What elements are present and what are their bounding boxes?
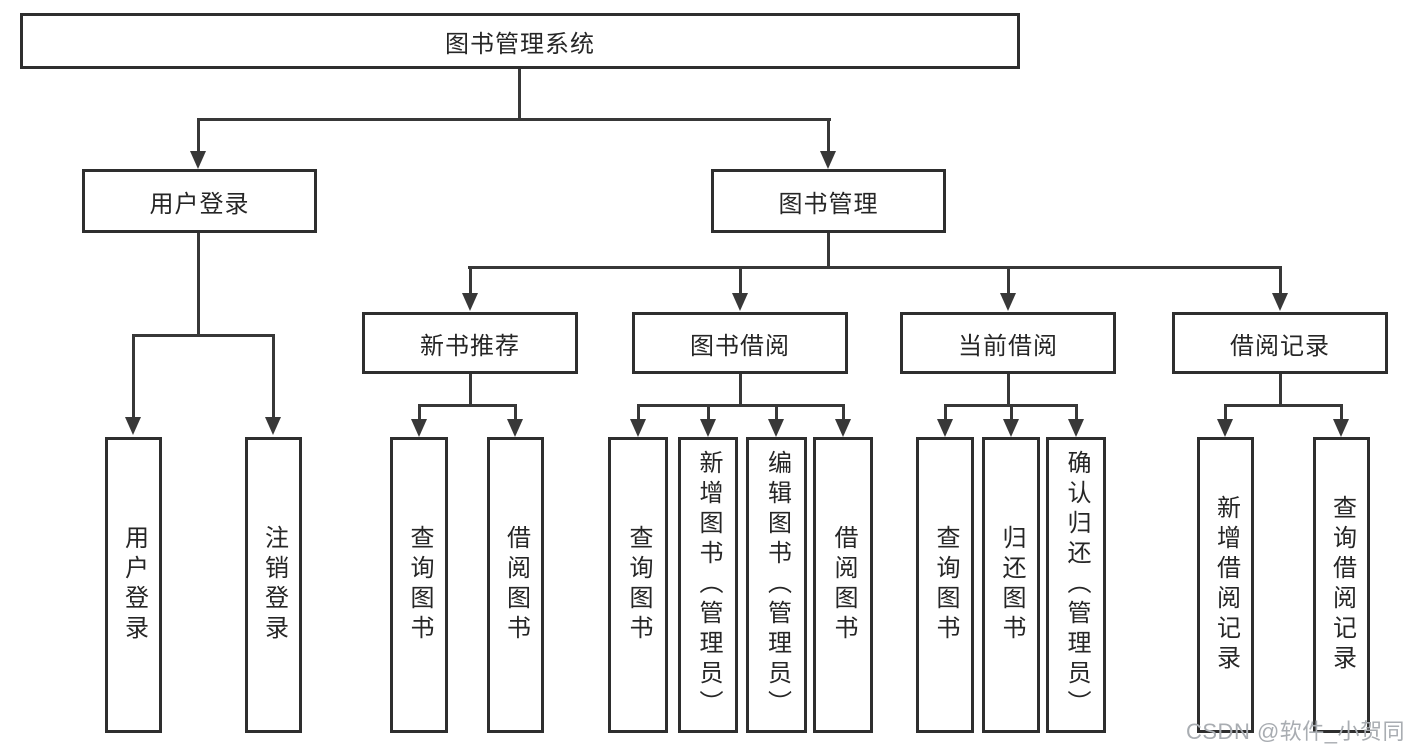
node-label: 查询借阅记录 [1328, 495, 1356, 675]
node-label: 编辑图书（管理员） [763, 450, 791, 720]
node-label: 当前借阅 [958, 332, 1058, 360]
node-leaf-logout: 注销登录 [245, 437, 302, 733]
connector-line [1224, 404, 1342, 407]
connector-line [1007, 266, 1010, 294]
connector-line [1010, 404, 1013, 420]
arrowhead-down-icon [507, 419, 523, 437]
connector-line [418, 404, 421, 420]
connector-line [469, 374, 472, 406]
arrowhead-down-icon [1003, 419, 1019, 437]
node-leaf-bb-edit-book-admin: 编辑图书（管理员） [746, 437, 807, 733]
connector-line [197, 118, 200, 152]
arrowhead-down-icon [1272, 293, 1288, 311]
connector-line [637, 404, 844, 407]
node-label: 确认归还（管理员） [1063, 450, 1090, 720]
connector-line [739, 266, 742, 294]
node-label: 图书借阅 [690, 332, 790, 360]
node-label: 图书管理 [778, 190, 879, 218]
node-leaf-bb-borrow-book: 借阅图书 [813, 437, 873, 733]
node-label: 借阅图书 [502, 525, 530, 645]
connector-line [469, 266, 472, 294]
connector-line [132, 334, 275, 337]
node-book-mgmt: 图书管理 [711, 169, 946, 233]
connector-line [1279, 374, 1282, 406]
node-label: 用户登录 [149, 190, 250, 218]
node-root: 图书管理系统 [20, 13, 1020, 69]
node-label: 查询图书 [406, 525, 433, 645]
connector-line [637, 404, 640, 420]
arrowhead-down-icon [937, 419, 953, 437]
node-leaf-rec-borrow-book: 借阅图书 [487, 437, 544, 733]
node-label: 查询图书 [625, 525, 652, 645]
connector-line [707, 404, 710, 420]
node-label: 新书推荐 [420, 332, 520, 360]
connector-line [272, 334, 275, 418]
arrowhead-down-icon [700, 419, 716, 437]
node-borrow-record: 借阅记录 [1172, 312, 1388, 374]
connector-line [1075, 404, 1078, 420]
arrowhead-down-icon [1217, 419, 1233, 437]
node-label: 归还图书 [998, 525, 1025, 645]
node-label: 新增借阅记录 [1212, 495, 1240, 675]
arrowhead-down-icon [820, 151, 836, 169]
node-leaf-bb-add-book-admin: 新增图书（管理员） [678, 437, 738, 733]
connector-line [739, 374, 742, 406]
arrowhead-down-icon [768, 419, 784, 437]
node-label: 注销登录 [260, 525, 288, 645]
arrowhead-down-icon [190, 151, 206, 169]
arrowhead-down-icon [462, 293, 478, 311]
node-label: 用户登录 [120, 525, 148, 645]
node-book-borrow: 图书借阅 [632, 312, 848, 374]
arrowhead-down-icon [835, 419, 851, 437]
connector-line [842, 404, 845, 420]
connector-line [197, 233, 200, 336]
connector-line [514, 404, 517, 420]
node-leaf-rec-query-book: 查询图书 [390, 437, 448, 733]
arrowhead-down-icon [1000, 293, 1016, 311]
node-leaf-br-query-record: 查询借阅记录 [1313, 437, 1370, 733]
arrowhead-down-icon [732, 293, 748, 311]
connector-line [827, 118, 830, 152]
node-user-login: 用户登录 [82, 169, 317, 233]
connector-line [1007, 374, 1010, 406]
arrowhead-down-icon [630, 419, 646, 437]
connector-line [1224, 404, 1227, 420]
node-label: 新增图书（管理员） [695, 450, 722, 720]
arrowhead-down-icon [265, 417, 281, 435]
node-leaf-user-login: 用户登录 [105, 437, 162, 733]
arrowhead-down-icon [125, 417, 141, 435]
connector-line [775, 404, 778, 420]
connector-line [827, 233, 830, 268]
connector-line [1279, 266, 1282, 294]
node-leaf-br-add-record: 新增借阅记录 [1197, 437, 1254, 733]
node-new-book-rec: 新书推荐 [362, 312, 578, 374]
connector-line [518, 69, 521, 120]
arrowhead-down-icon [1068, 419, 1084, 437]
connector-line [944, 404, 947, 420]
connector-line [418, 404, 517, 407]
connector-line [468, 266, 1282, 269]
arrowhead-down-icon [1333, 419, 1349, 437]
node-root-label: 图书管理系统 [445, 30, 595, 58]
connector-line [197, 118, 831, 121]
node-leaf-cb-query-book: 查询图书 [916, 437, 974, 733]
node-label: 借阅图书 [830, 525, 857, 645]
node-current-borrow: 当前借阅 [900, 312, 1116, 374]
node-label: 借阅记录 [1230, 332, 1330, 360]
arrowhead-down-icon [411, 419, 427, 437]
connector-line [1340, 404, 1343, 420]
csdn-watermark: CSDN @软件_小贺同学 [1186, 719, 1405, 744]
connector-line [132, 334, 135, 418]
node-leaf-cb-return-book: 归还图书 [982, 437, 1040, 733]
node-label: 查询图书 [932, 525, 959, 645]
node-leaf-cb-confirm-return-admin: 确认归还（管理员） [1046, 437, 1106, 733]
node-leaf-bb-query-book: 查询图书 [608, 437, 668, 733]
